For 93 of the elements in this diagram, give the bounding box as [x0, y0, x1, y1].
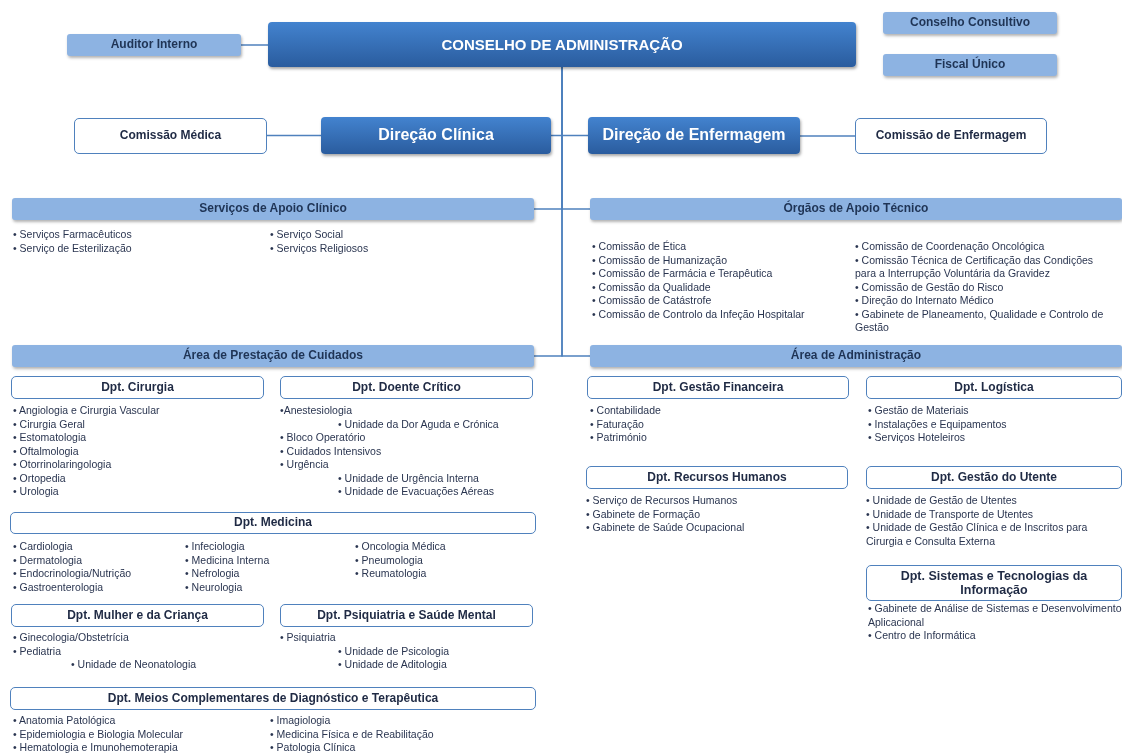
list-item: • Epidemiologia e Biologia Molecular	[13, 727, 185, 741]
list-item: • Bloco Operatório	[280, 431, 367, 445]
list-item: • Cirurgia Geral	[13, 417, 86, 431]
list-item: • Comissão de Farmácia e Terapêutica	[592, 267, 774, 281]
list-item: • Ortopedia	[13, 471, 67, 485]
department-box: Dpt. Sistemas e Tecnologias da Informação	[866, 565, 1122, 601]
list-item: • Medicina Física e de Reabilitação	[270, 727, 435, 741]
list-item: • Anatomia Patológica	[13, 714, 117, 728]
list-item: • Serviços Hoteleiros	[868, 431, 967, 445]
list-item: • Unidade de Gestão de Utentes	[866, 494, 1018, 508]
section-band: Serviços de Apoio Clínico	[12, 198, 534, 220]
list-item: • Comissão de Catástrofe	[592, 294, 713, 308]
list-item: • Cuidados Intensivos	[280, 444, 383, 458]
list-item: • Estomatologia	[13, 431, 88, 445]
list-item: • Comissão da Qualidade	[592, 280, 712, 294]
list-item: • Instalações e Equipamentos	[868, 417, 1008, 431]
direction-box: Direção de Enfermagem	[588, 117, 800, 154]
list-item: • Urologia	[13, 485, 60, 499]
connector-line	[561, 66, 591, 357]
list-item: • Serviços Religiosos	[270, 241, 370, 255]
board-box: CONSELHO DE ADMINISTRAÇÃO	[268, 22, 856, 67]
department-box: Dpt. Gestão Financeira	[587, 376, 849, 399]
list-item: • Serviços Farmacêuticos	[13, 228, 133, 242]
direction-box: Direção Clínica	[321, 117, 551, 154]
list-item: • Gabinete de Saúde Ocupacional	[586, 521, 746, 535]
department-box: Dpt. Meios Complementares de Diagnóstico e Terapêutica	[10, 687, 536, 710]
list-item: • Ginecologia/Obstetrícia	[13, 631, 130, 645]
org-box: Comissão Médica	[74, 118, 267, 154]
list-item: • Oftalmologia	[13, 444, 80, 458]
list-item: • Gestão de Materiais	[868, 404, 970, 418]
list-item: • Cardiologia	[13, 540, 74, 554]
org-box: Comissão de Enfermagem	[855, 118, 1047, 154]
connector-line	[799, 135, 856, 137]
connector-line	[240, 44, 269, 46]
list-item: •Anestesiologia	[280, 404, 353, 418]
list-item: • Pediatria	[13, 644, 63, 658]
list-item: • Unidade de Urgência Interna	[338, 471, 480, 485]
list-item: • Psiquiatria	[280, 631, 337, 645]
list-item: • Unidade de Psicologia	[338, 644, 451, 658]
list-item: • Angiologia e Cirurgia Vascular	[13, 404, 161, 418]
list-item: • Comissão de Coordenação Oncológica	[855, 240, 1046, 254]
list-item: • Unidade da Dor Aguda e Crónica	[338, 417, 500, 431]
department-box: Dpt. Cirurgia	[11, 376, 264, 399]
department-box: Dpt. Gestão do Utente	[866, 466, 1122, 489]
list-item: • Unidade de Aditologia	[338, 658, 448, 672]
list-item: • Faturação	[590, 417, 645, 431]
list-item: • Endocrinologia/Nutrição	[13, 567, 133, 581]
list-item: • Neurologia	[185, 580, 244, 594]
department-box: Dpt. Psiquiatria e Saúde Mental	[280, 604, 533, 627]
org-box: Auditor Interno	[67, 34, 241, 56]
list-item: • Oncologia Médica	[355, 540, 447, 554]
list-item: • Comissão de Gestão do Risco	[855, 280, 1005, 294]
department-box: Dpt. Mulher e da Criança	[11, 604, 264, 627]
list-item: • Direção do Internato Médico	[855, 294, 995, 308]
list-item: • Gastroenterologia	[13, 580, 105, 594]
list-item: • Hematologia e Imunohemoterapia	[13, 741, 179, 754]
list-item: • Gabinete de Formação	[586, 507, 701, 521]
list-item: • Comissão de Controlo da Infeção Hospitalar	[592, 307, 806, 321]
list-item: • Serviço Social	[270, 228, 345, 242]
section-band: Área de Prestação de Cuidados	[12, 345, 534, 367]
section-band: Órgãos de Apoio Técnico	[590, 198, 1122, 220]
department-box: Dpt. Recursos Humanos	[586, 466, 848, 489]
list-item: • Dermatologia	[13, 553, 84, 567]
department-box: Dpt. Doente Crítico	[280, 376, 533, 399]
list-item: • Infeciologia	[185, 540, 246, 554]
org-box: Fiscal Único	[883, 54, 1057, 76]
list-item: • Centro de Informática	[868, 629, 977, 643]
list-item: • Patologia Clínica	[270, 741, 357, 754]
list-item: • Unidade de Evacuações Aéreas	[338, 485, 496, 499]
list-item: • Unidade de Neonatologia	[71, 658, 198, 672]
list-item: • Reumatologia	[355, 567, 428, 581]
list-item: • Medicina Interna	[185, 553, 271, 567]
list-item: • Urgência	[280, 458, 330, 472]
list-item: • Contabilidade	[590, 404, 662, 418]
list-item: • Serviço de Esterilização	[13, 241, 133, 255]
list-item: • Património	[590, 431, 648, 445]
org-box: Conselho Consultivo	[883, 12, 1057, 34]
department-box: Dpt. Logística	[866, 376, 1122, 399]
list-item: • Comissão de Humanização	[592, 253, 728, 267]
department-box: Dpt. Medicina	[10, 512, 536, 534]
list-item: • Gabinete de Planeamento, Qualidade e Controlo de Gestão	[855, 307, 1105, 335]
list-item: • Otorrinolaringologia	[13, 458, 113, 472]
list-item: • Gabinete de Análise de Sistemas e Desenvolvimento Aplicacional	[868, 602, 1122, 629]
list-item: • Comissão Técnica de Certificação das Condições para a Interrupção Voluntária da Gravidez	[855, 253, 1095, 281]
section-band: Área de Administração	[590, 345, 1122, 367]
list-item: • Unidade de Transporte de Utentes	[866, 507, 1035, 521]
list-item: • Serviço de Recursos Humanos	[586, 494, 739, 508]
list-item: • Comissão de Ética	[592, 240, 688, 254]
list-item: • Imagiologia	[270, 714, 332, 728]
list-item: • Nefrologia	[185, 567, 241, 581]
list-item: • Unidade de Gestão Clínica e de Inscritos para Cirurgia e Consulta Externa	[866, 521, 1089, 548]
connector-line	[266, 134, 322, 137]
list-item: • Pneumologia	[355, 553, 424, 567]
